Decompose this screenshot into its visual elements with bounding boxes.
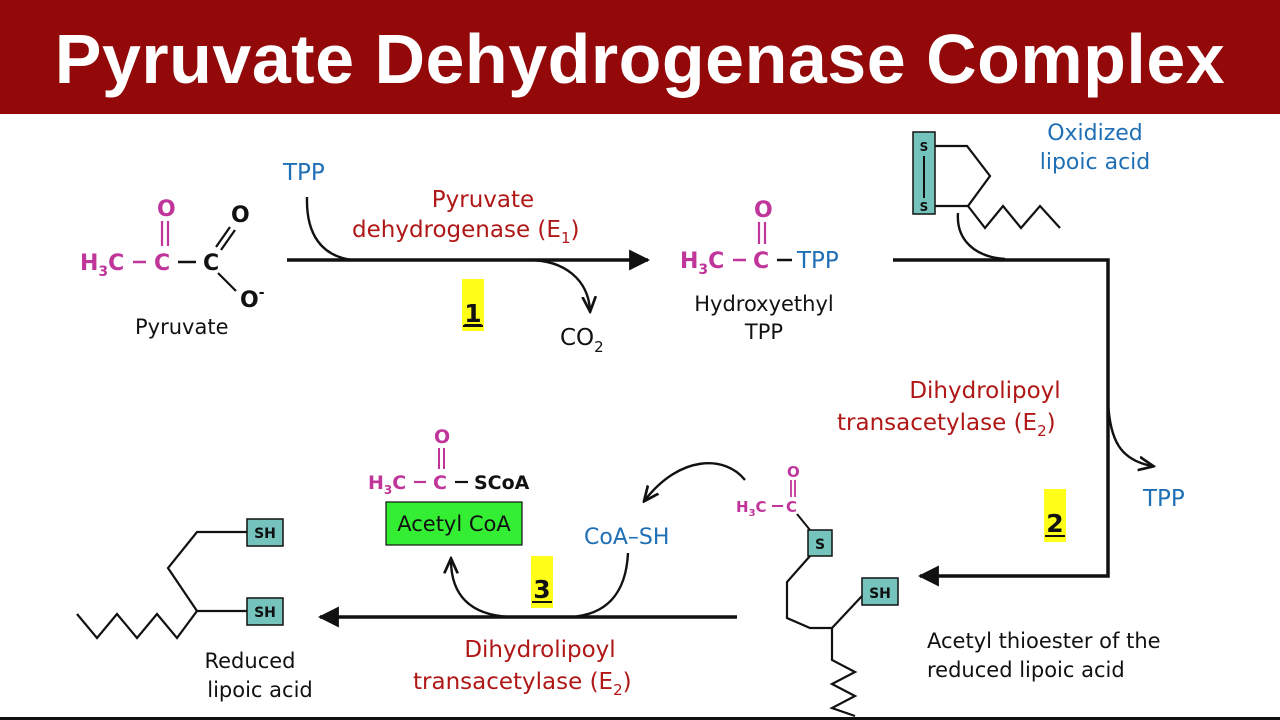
dithiolane-ring: [935, 144, 992, 208]
step1-number: 1: [464, 299, 481, 328]
pyruvate-o-right: O: [231, 203, 250, 228]
tpp-input-label: TPP: [282, 160, 325, 186]
oxidized-side-chain: [967, 204, 1061, 230]
e1-enzyme-line2: dehydrogenase (E1): [352, 217, 579, 247]
thioester-c-center: C: [786, 498, 797, 516]
oxidized-s-top: S: [920, 140, 929, 154]
hydroxyethyl-label-line2: TPP: [744, 320, 783, 344]
reduced-lipoic-acid-structure: SH SH Reduced lipoic acid: [76, 518, 313, 702]
acetylcoa-h3c: H3C: [368, 472, 406, 497]
page-title: Pyruvate Dehydrogenase Complex: [54, 20, 1226, 98]
tpp-exit-curve: [1106, 401, 1152, 466]
reduced-chain-upper: [166, 530, 247, 612]
thioester-side-chain: [829, 628, 858, 718]
tpp-output-label: TPP: [1142, 486, 1185, 512]
pyruvate-h3c: H3C: [80, 251, 124, 280]
pyruvate-co-double-b: [220, 229, 236, 251]
step1-reaction: TPP Pyruvate dehydrogenase (E1) 1 CO2: [282, 160, 651, 356]
co2-exit-curve: [527, 258, 590, 310]
thioester-h3c: H3C: [736, 498, 767, 519]
pyruvate-label: Pyruvate: [135, 315, 229, 339]
acetylcoa-exit-curve: [451, 560, 511, 619]
hydroxyethyl-label-line1: Hydroxyethyl: [694, 292, 834, 316]
thioester-o-top: O: [787, 463, 800, 481]
reduced-label-line1: Reduced: [204, 649, 295, 673]
e1-enzyme-line1: Pyruvate: [432, 187, 534, 213]
coash-label: CoA–SH: [584, 525, 669, 550]
acetylcoa-scoa: SCoA: [474, 472, 530, 494]
oxidized-label-line1: Oxidized: [1047, 121, 1143, 146]
thioester-s-box: [807, 529, 833, 557]
thioester-sh-box: [861, 577, 899, 606]
co2-label: CO2: [560, 325, 604, 356]
acetylcoa-label-box: [385, 501, 523, 546]
reduced-sh-top-box: [246, 518, 284, 547]
step3-reaction: CoA–SH 3 Dihydrolipoyl transacetylase (E…: [317, 462, 746, 699]
coash-entry-curve: [569, 552, 630, 619]
hydroxyethyl-c-center: C: [753, 249, 769, 274]
oxidized-label-line2: lipoic acid: [1040, 150, 1151, 175]
acetylcoa-c-center: C: [433, 472, 447, 494]
e2-enzyme-line2: transacetylase (E2): [837, 410, 1056, 440]
acetyl-thioester-structure: H3C C O S SH Acetyl thioester of the red…: [736, 463, 1161, 718]
hydroxyethyl-h3c: H3C: [680, 249, 724, 278]
e2-step3-enzyme-line1: Dihydrolipoyl: [464, 637, 615, 663]
acetylcoa-o-top: O: [434, 426, 450, 448]
pyruvate-structure: H3C C O C O O- Pyruvate: [80, 197, 265, 339]
step2-number-highlight: [1044, 489, 1066, 542]
oxidized-s-bottom: S: [920, 200, 929, 214]
acetyl-transfer-curve: [645, 462, 746, 500]
step3-number: 3: [533, 575, 550, 604]
reduced-side-chain: [76, 610, 198, 640]
pyruvate-o-minus: O-: [240, 285, 265, 313]
reduced-label-line2: lipoic acid: [207, 678, 312, 702]
thioester-label-line2: reduced lipoic acid: [927, 658, 1125, 682]
diagram-frame: [0, 114, 1280, 720]
thioester-cs-bond: [796, 513, 811, 531]
reduced-sh-top: SH: [254, 526, 276, 542]
pyruvate-c-center: C: [154, 251, 170, 276]
oxidized-lipoic-acid-structure: S S Oxidized lipoic acid: [912, 121, 1151, 261]
step1-number-highlight: [462, 279, 484, 331]
pyruvate-c-acid: C: [203, 251, 219, 276]
step2-reaction: Dihydrolipoyl transacetylase (E2) TPP 2: [837, 258, 1185, 587]
hydroxyethyl-o-top: O: [754, 198, 773, 223]
thioester-s-label: S: [815, 537, 825, 553]
thioester-chain-upper: [785, 555, 832, 630]
reduced-sh-bottom: SH: [254, 605, 276, 621]
pyruvate-co-single: [217, 272, 237, 292]
hydroxyethyl-tpp: TPP: [796, 248, 839, 274]
e2-enzyme-line1: Dihydrolipoyl: [909, 378, 1060, 404]
step2-number: 2: [1046, 509, 1063, 538]
pyruvate-co-double-a: [215, 226, 231, 248]
pyruvate-o-top: O: [157, 197, 176, 222]
acetyl-coa-structure: H3C C O SCoA Acetyl CoA: [368, 426, 530, 546]
thioester-label-line1: Acetyl thioester of the: [927, 629, 1161, 653]
step3-number-highlight: [531, 556, 553, 608]
step2-main-arrow: [893, 258, 1110, 587]
acetylcoa-label: Acetyl CoA: [397, 512, 511, 536]
title-banner: [0, 0, 1280, 114]
thioester-sh-label: SH: [869, 586, 891, 602]
e2-step3-enzyme-line2: transacetylase (E2): [413, 669, 632, 699]
tpp-entry-curve: [305, 196, 353, 262]
thioester-sh-bond: [831, 595, 863, 629]
lipoic-entry-curve: [956, 212, 1006, 261]
hydroxyethyl-tpp-structure: H3C C O TPP Hydroxyethyl TPP: [680, 198, 839, 344]
